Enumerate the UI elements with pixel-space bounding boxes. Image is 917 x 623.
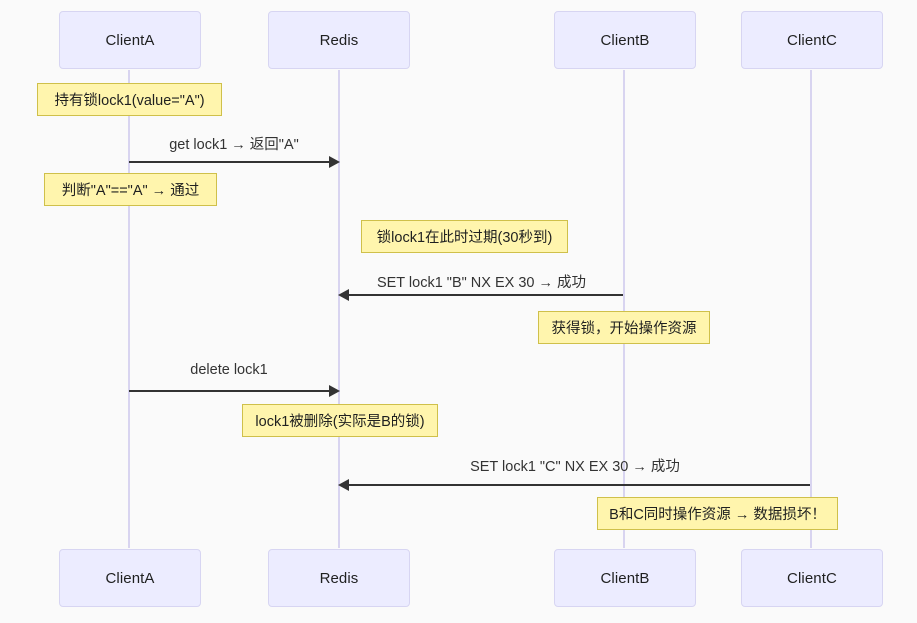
participant-label: Redis xyxy=(319,569,359,587)
participant-label: ClientB xyxy=(600,31,650,49)
participant-bottom-clientC[interactable]: ClientC xyxy=(741,549,883,607)
participant-top-clientA[interactable]: ClientA xyxy=(59,11,201,69)
note-lock-expired: 锁lock1在此时过期(30秒到) xyxy=(361,220,568,253)
note-holds-lock: 持有锁lock1(value="A") xyxy=(37,83,222,116)
arrowhead-right-icon xyxy=(329,385,340,397)
note-label: 持有锁lock1(value="A") xyxy=(54,93,205,109)
note-compare-value: 判断"A"=="A" → 通过 xyxy=(44,173,217,206)
note-label: lock1被删除(实际是B的锁) xyxy=(255,414,425,430)
arrowhead-left-icon xyxy=(338,479,349,491)
message-label-delete-lock1: delete lock1 xyxy=(129,362,329,378)
lifeline-clientB xyxy=(623,70,625,548)
message-label-text: get lock1 → 返回"A" xyxy=(169,137,299,153)
note-label: 判断"A"=="A" → 通过 xyxy=(61,183,200,199)
lifeline-clientC xyxy=(810,70,812,548)
note-label: 锁lock1在此时过期(30秒到) xyxy=(376,230,553,246)
arrowhead-left-icon xyxy=(338,289,349,301)
message-label-text: SET lock1 "B" NX EX 30 → 成功 xyxy=(376,275,587,291)
note-lock-acquired: 获得锁，开始操作资源 xyxy=(538,311,710,344)
participant-bottom-clientA[interactable]: ClientA xyxy=(59,549,201,607)
participant-label: ClientA xyxy=(105,31,155,49)
arrowhead-right-icon xyxy=(329,156,340,168)
lifeline-redis xyxy=(338,70,340,548)
participant-label: ClientA xyxy=(105,569,155,587)
message-label-get-lock1: get lock1 → 返回"A" xyxy=(129,133,339,154)
message-line-delete-lock1 xyxy=(129,390,329,392)
participant-label: ClientC xyxy=(787,31,837,49)
note-label: B和C同时操作资源 → 数据损坏！ xyxy=(609,507,826,523)
message-label-set-lock1-c: SET lock1 "C" NX EX 30 → 成功 xyxy=(340,455,810,476)
message-label-text: delete lock1 xyxy=(190,362,268,378)
participant-label: ClientC xyxy=(787,569,837,587)
participant-label: Redis xyxy=(319,31,359,49)
note-lock-deleted: lock1被删除(实际是B的锁) xyxy=(242,404,438,437)
participant-top-clientB[interactable]: ClientB xyxy=(554,11,696,69)
participant-bottom-redis[interactable]: Redis xyxy=(268,549,410,607)
participant-bottom-clientB[interactable]: ClientB xyxy=(554,549,696,607)
participant-top-redis[interactable]: Redis xyxy=(268,11,410,69)
message-line-set-lock1-b xyxy=(348,294,623,296)
message-label-text: SET lock1 "C" NX EX 30 → 成功 xyxy=(470,459,680,475)
note-label: 获得锁，开始操作资源 xyxy=(551,321,697,337)
lifeline-clientA xyxy=(128,70,130,548)
participant-label: ClientB xyxy=(600,569,650,587)
message-label-set-lock1-b: SET lock1 "B" NX EX 30 → 成功 xyxy=(340,271,623,292)
message-line-get-lock1 xyxy=(129,161,329,163)
note-data-corruption: B和C同时操作资源 → 数据损坏！ xyxy=(597,497,838,530)
message-line-set-lock1-c xyxy=(348,484,810,486)
participant-top-clientC[interactable]: ClientC xyxy=(741,11,883,69)
